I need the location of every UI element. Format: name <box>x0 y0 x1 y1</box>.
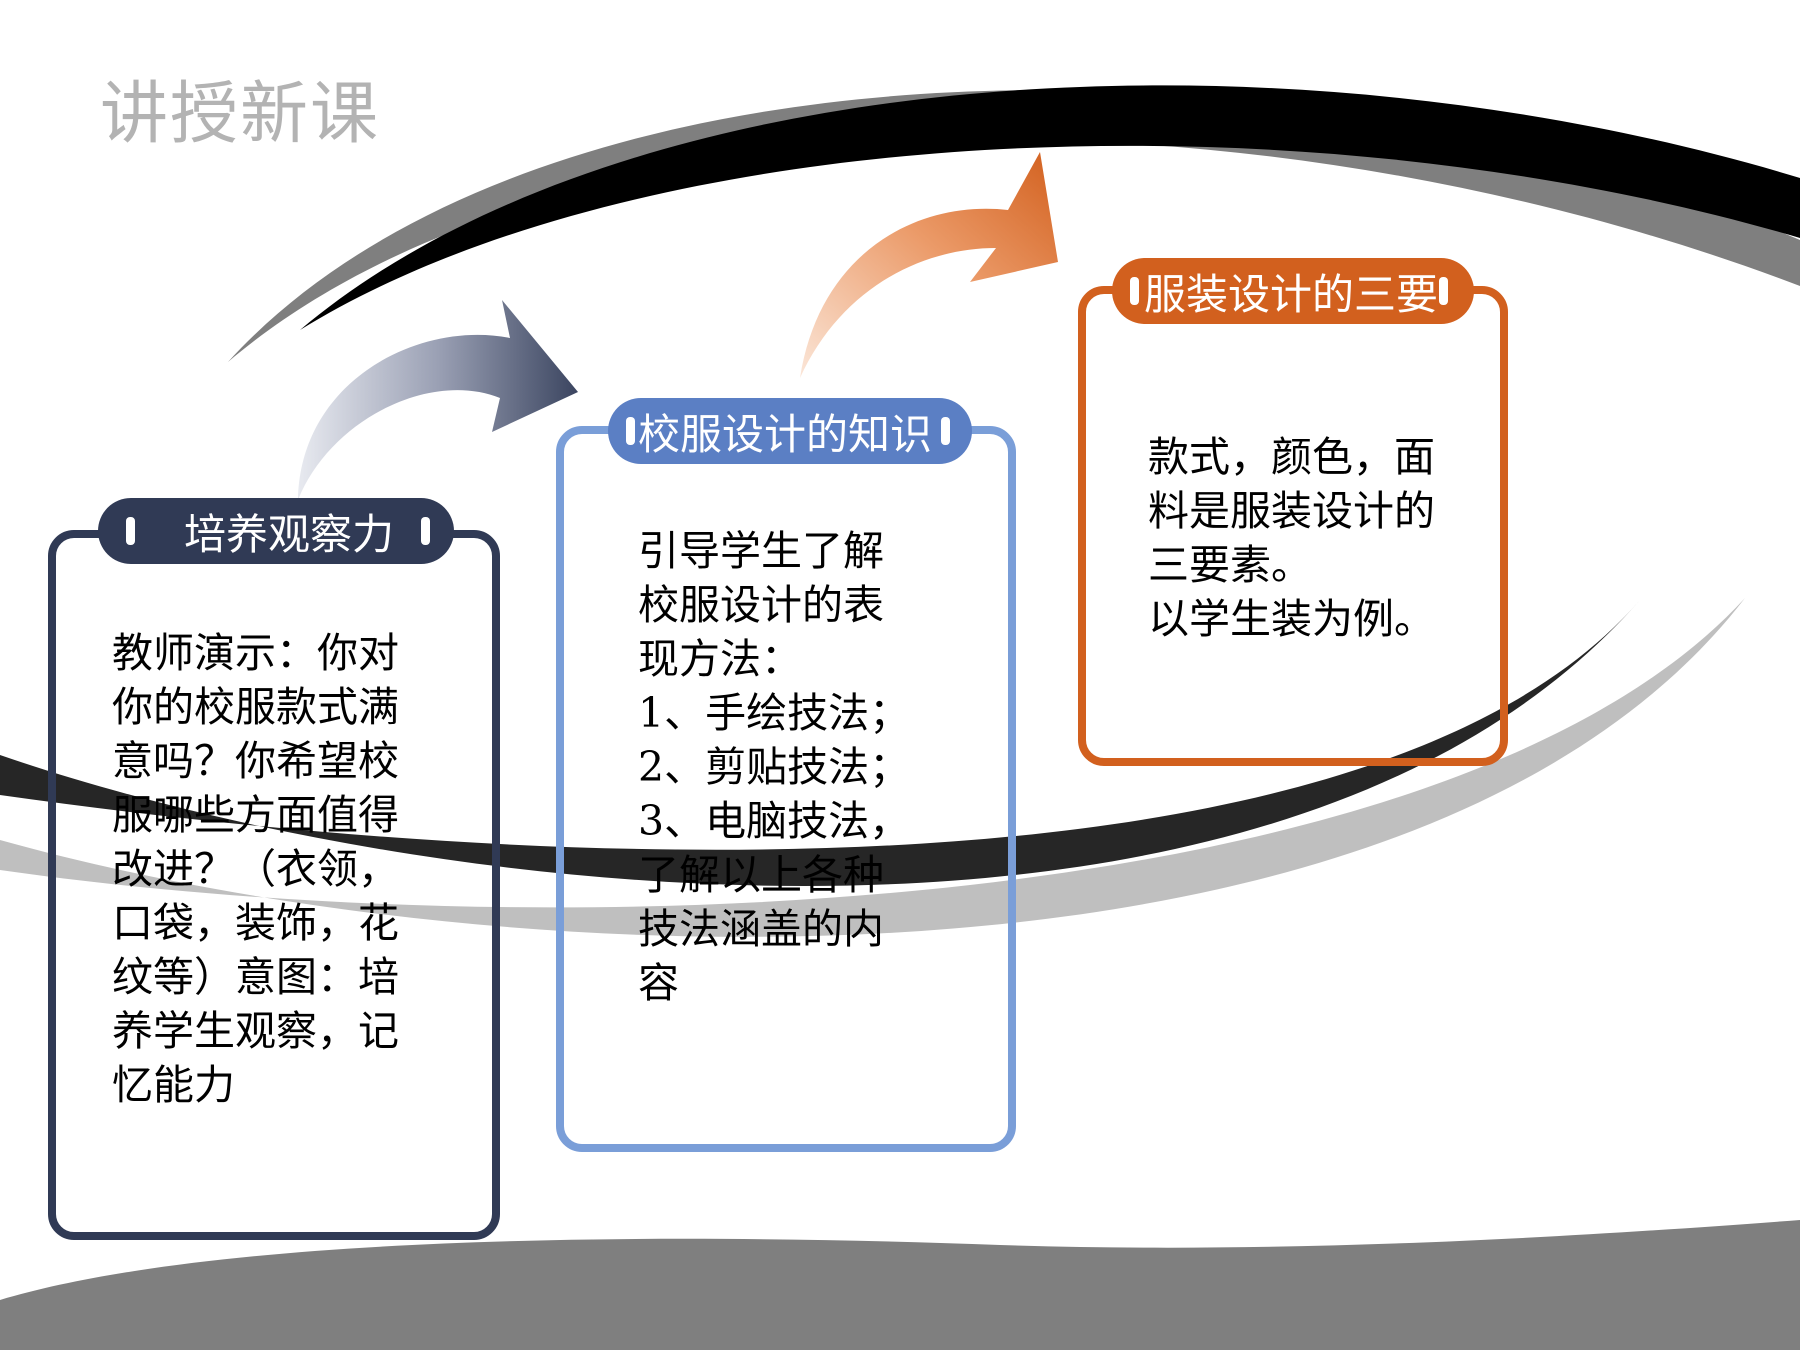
pill-left-nub <box>1130 277 1139 305</box>
page-title: 讲授新课 <box>100 75 381 154</box>
body-line: 教师演示：你对 <box>112 629 399 677</box>
body-line: 意吗？你希望校 <box>112 737 399 785</box>
arrow-2 <box>800 152 1058 378</box>
card-three-elements-body: 款式，颜色，面 料是服装设计的 三要素。 以学生装为例。 <box>1148 430 1435 646</box>
body-line: 养学生观察，记 <box>112 1007 399 1055</box>
pill-right-nub <box>1439 277 1448 305</box>
body-line: 料是服装设计的 <box>1148 487 1435 535</box>
pill-left-nub <box>126 517 135 545</box>
body-line: 2、剪贴技法； <box>638 743 911 791</box>
body-line: 现方法： <box>638 635 802 683</box>
card-observation-heading: 培养观察力 <box>98 498 454 564</box>
body-line: 服哪些方面值得 <box>112 791 399 839</box>
body-line: 口袋，装饰，花 <box>112 899 399 947</box>
upper-black-swoosh <box>300 85 1800 330</box>
body-line: 改进？（衣领， <box>112 845 399 893</box>
lower-black-swoosh <box>0 600 1640 886</box>
card-knowledge-heading: 校服设计的知识 <box>608 398 972 464</box>
card-knowledge-heading-label: 校服设计的知识 <box>638 409 933 459</box>
card-three-elements-heading-label: 服装设计的三要 <box>1144 269 1439 319</box>
card-three-elements-heading: 服装设计的三要 <box>1112 258 1474 324</box>
card-observation-body: 教师演示：你对 你的校服款式满 意吗？你希望校 服哪些方面值得 改进？（衣领， … <box>112 626 399 1112</box>
card-knowledge-body: 引导学生了解 校服设计的表 现方法： 1、手绘技法； 2、剪贴技法； 3、电脑技… <box>638 524 910 1010</box>
body-line: 1、手绘技法； <box>638 689 911 737</box>
lower-gray-swoosh <box>0 598 1745 937</box>
body-line: 校服设计的表 <box>638 581 884 629</box>
body-line: 容 <box>638 959 679 1007</box>
body-line: 以学生装为例。 <box>1148 595 1435 643</box>
body-line: 技法涵盖的内 <box>638 905 884 953</box>
body-line: 你的校服款式满 <box>112 683 399 731</box>
body-line: 了解以上各种 <box>638 851 884 899</box>
pill-right-nub <box>421 517 430 545</box>
arrow-1 <box>298 300 578 500</box>
pill-left-nub <box>626 417 635 445</box>
bottom-gray-wave <box>0 1220 1800 1350</box>
pill-right-nub <box>941 417 950 445</box>
body-line: 3、电脑技法， <box>638 797 911 845</box>
card-observation-heading-label: 培养观察力 <box>184 509 395 559</box>
body-line: 三要素。 <box>1148 541 1312 589</box>
body-line: 忆能力 <box>112 1061 235 1109</box>
body-line: 款式，颜色，面 <box>1148 433 1435 481</box>
body-line: 引导学生了解 <box>638 527 884 575</box>
body-line: 纹等）意图：培 <box>112 953 399 1001</box>
